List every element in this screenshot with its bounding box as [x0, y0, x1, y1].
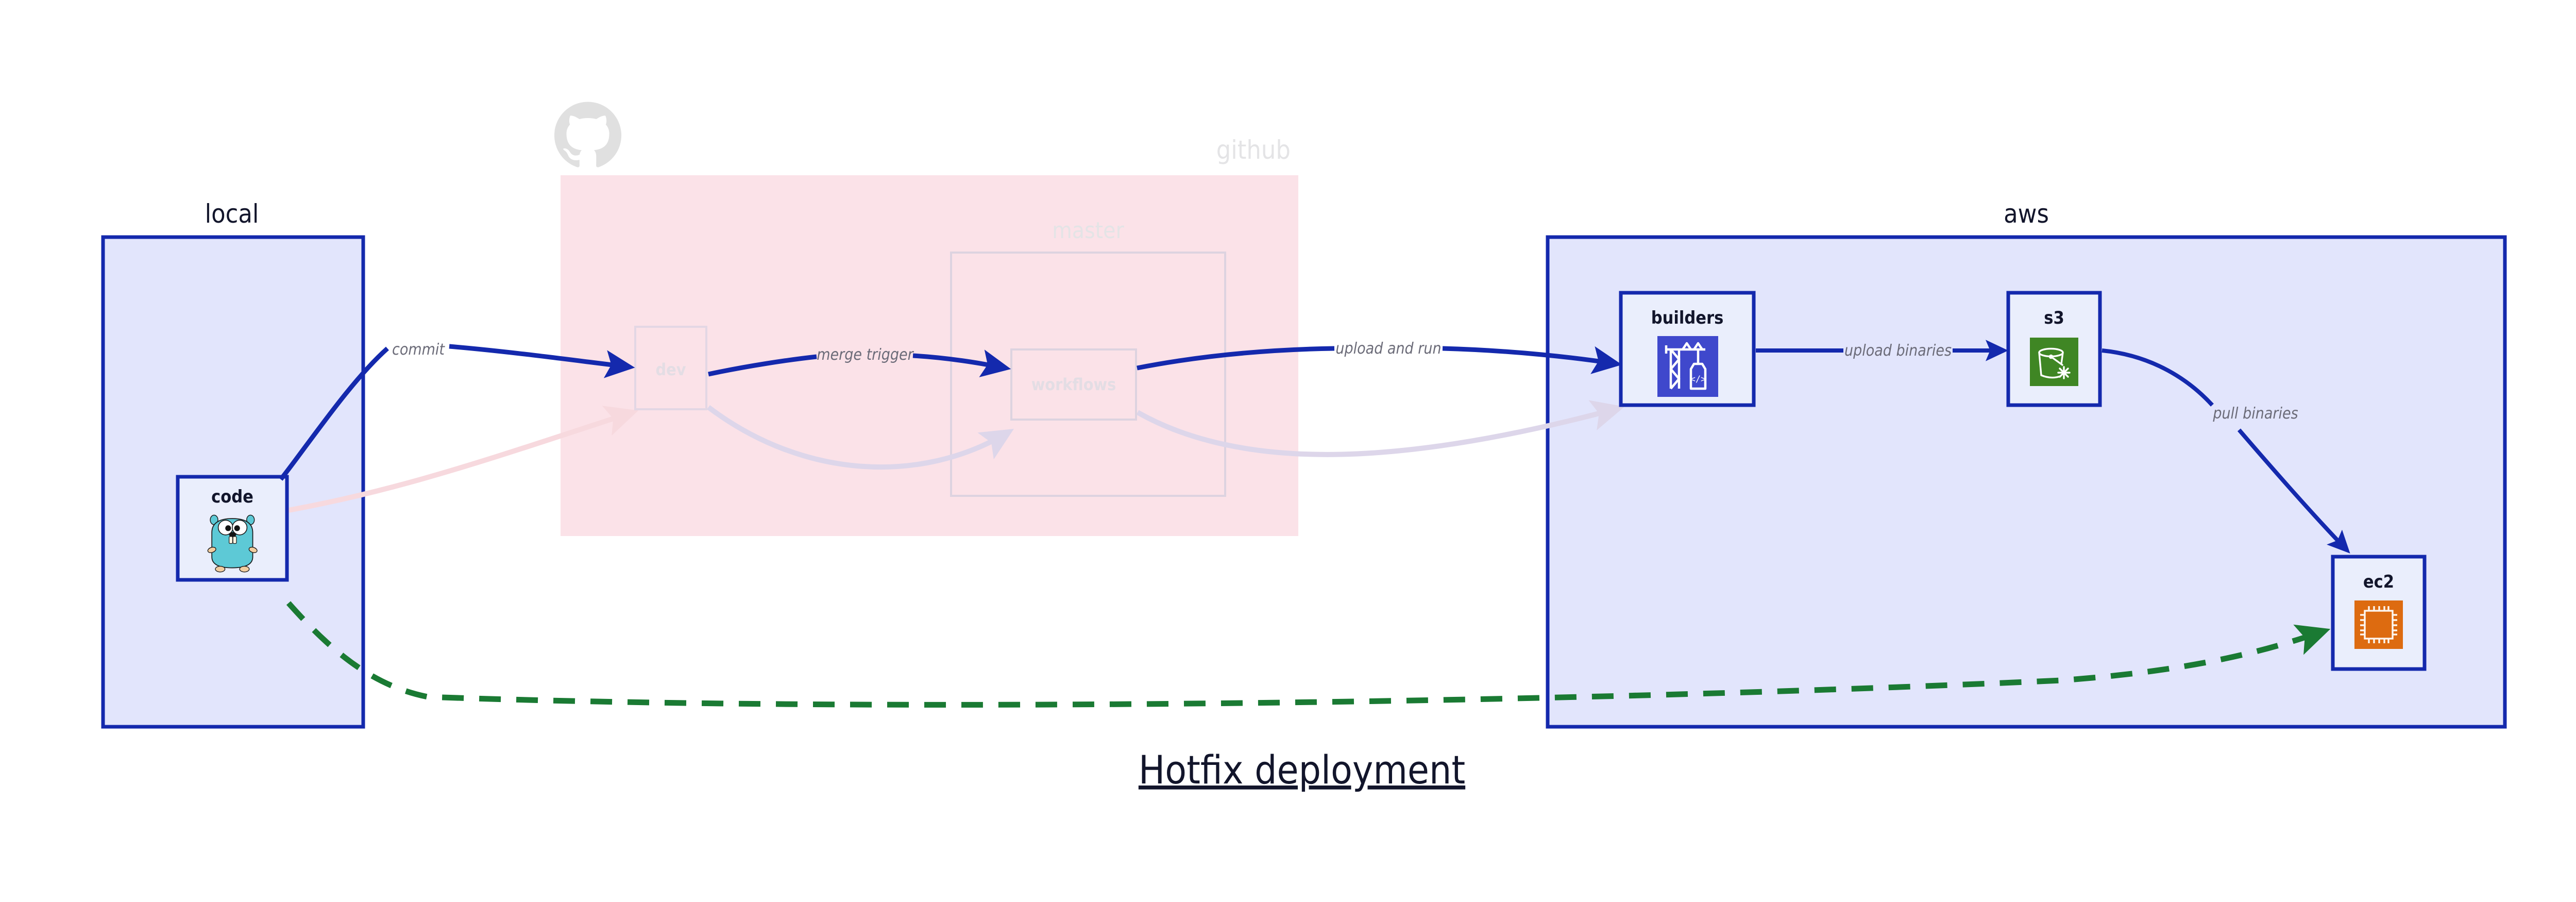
aws-codebuild-icon: </>: [1657, 336, 1718, 397]
edge-upload-and-run-path-a: [1137, 346, 1335, 371]
edge-upload-and-run-path-b: [1442, 346, 1622, 374]
edge-layer: commit merge trigger upload and run uplo…: [279, 340, 2350, 708]
diagram-title-group: Hotfix deployment: [1139, 747, 1465, 793]
ghost-edge-workflows-builders: [1136, 400, 1625, 457]
edge-commit: commit: [279, 341, 635, 481]
node-workflows-body[interactable]: [1010, 348, 1137, 421]
zone-label-aws: aws: [2004, 199, 2049, 229]
edge-commit-path-a: [279, 346, 389, 481]
edge-label-merge-trigger: merge trigger: [817, 346, 914, 364]
subzone-master-body: [950, 252, 1226, 497]
edge-pull-binaries-path-a: [2102, 348, 2214, 407]
edge-merge-trigger: merge trigger: [708, 346, 1011, 377]
go-gopher-icon: [207, 514, 258, 573]
node-label-code: code: [211, 487, 253, 507]
edge-hotfix-direct-path: [286, 601, 2331, 708]
edge-commit-path-b: [449, 344, 635, 378]
page-title: Hotfix deployment: [1139, 747, 1465, 793]
edge-label-upload-and-run: upload and run: [1335, 340, 1441, 358]
svg-text:</>: </>: [1690, 374, 1706, 385]
zone-github: github master: [554, 102, 1298, 536]
edge-label-upload-binaries: upload binaries: [1844, 342, 1952, 360]
ghost-edge-layer: [257, 400, 1625, 518]
zone-label-github: github: [1216, 135, 1291, 165]
edge-upload-and-run: upload and run: [1137, 340, 1622, 374]
edge-merge-trigger-path-b: [912, 349, 1011, 377]
github-octocat-icon: [554, 102, 622, 168]
node-ec2[interactable]: ec2: [2331, 555, 2427, 671]
ghost-edge-dev-workflows: [706, 405, 1014, 470]
edge-label-pull-binaries: pull binaries: [2212, 405, 2298, 423]
edge-pull-binaries: pull binaries: [2102, 348, 2350, 554]
subzone-master: master: [950, 218, 1226, 497]
edge-pull-binaries-path-b: [2237, 428, 2350, 554]
edge-upload-binaries: upload binaries: [1756, 340, 2008, 361]
node-label-ec2: ec2: [2363, 572, 2394, 592]
node-s3[interactable]: s3: [2006, 291, 2102, 407]
node-label-s3: s3: [2044, 308, 2064, 328]
ghost-edge-code-dev: [257, 406, 639, 518]
edge-label-commit: commit: [392, 341, 445, 359]
node-builders[interactable]: builders: [1619, 291, 1756, 407]
zone-label-local: local: [205, 199, 259, 229]
aws-s3-glacier-icon: [2030, 338, 2078, 386]
subzone-label-master: master: [1052, 218, 1124, 244]
node-dev-body[interactable]: [634, 326, 707, 410]
node-label-workflows: workflows: [1031, 375, 1116, 394]
aws-ec2-icon: [2354, 600, 2403, 649]
edge-hotfix-direct: [286, 601, 2331, 708]
node-label-dev: dev: [656, 360, 686, 379]
node-dev[interactable]: dev: [634, 326, 707, 410]
node-label-builders: builders: [1651, 308, 1724, 328]
node-code[interactable]: code: [176, 475, 289, 582]
zone-local: local: [101, 199, 365, 729]
edge-merge-trigger-path-a: [708, 354, 817, 377]
node-workflows[interactable]: workflows: [1010, 348, 1137, 421]
